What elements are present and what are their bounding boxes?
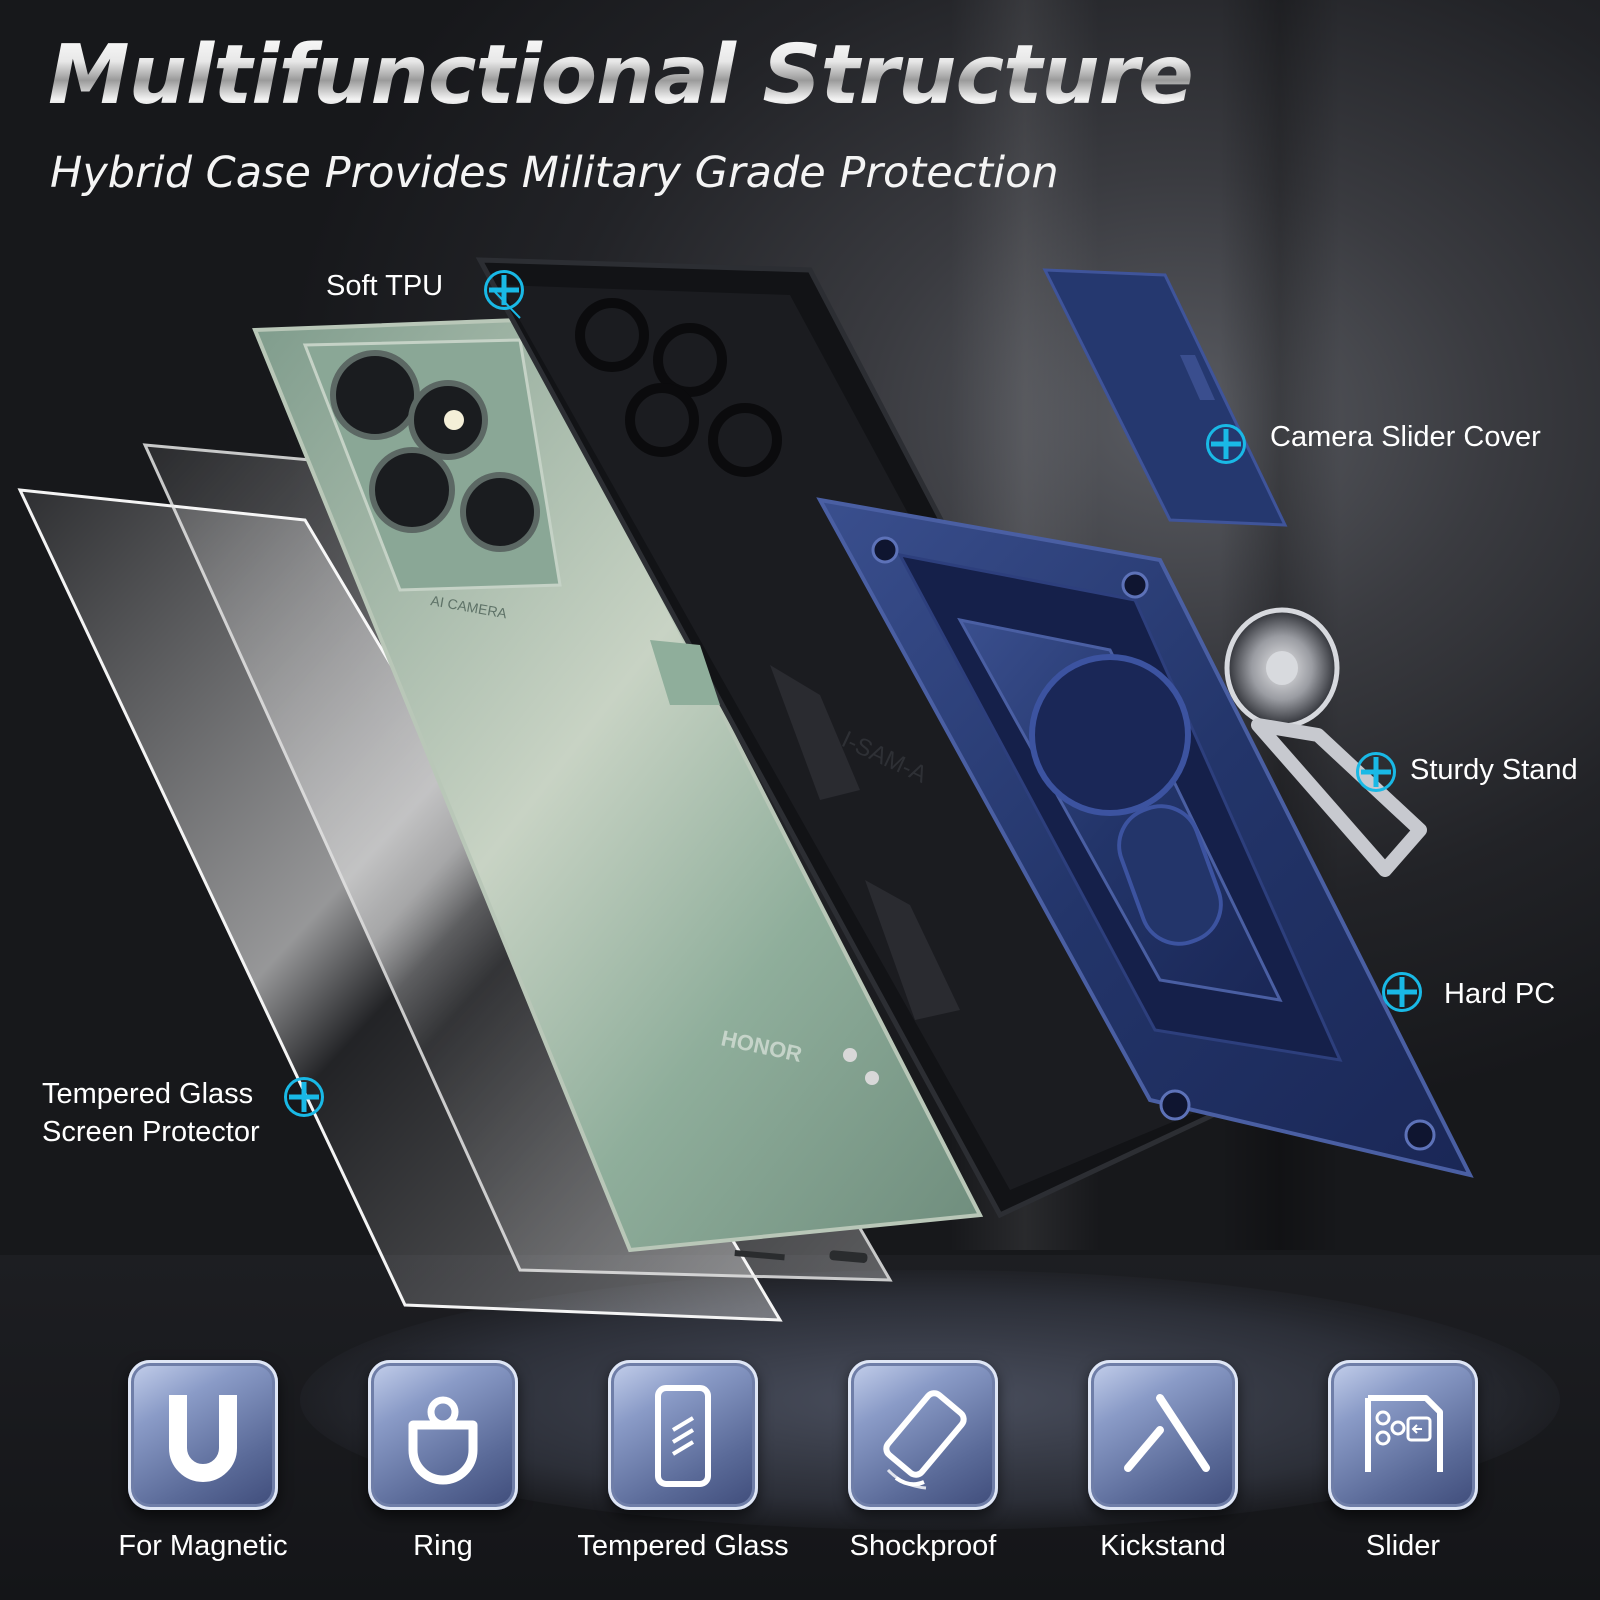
ring-stand xyxy=(1224,607,1427,877)
slider-icon xyxy=(1328,1360,1478,1510)
feature-label: Kickstand xyxy=(1100,1530,1226,1562)
feature-shockproof: Shockproof xyxy=(803,1360,1043,1563)
callout-tempered-glass-label-line2: Screen Protector xyxy=(42,1116,260,1148)
tempered-glass-icon xyxy=(608,1360,758,1510)
feature-tempered-glass: Tempered Glass xyxy=(563,1360,803,1563)
feature-magnetic: For Magnetic xyxy=(83,1360,323,1563)
subheadline: Hybrid Case Provides Military Grade Prot… xyxy=(50,148,1059,198)
callout-hard-pc-label: Hard PC xyxy=(1444,978,1556,1010)
plus-icon xyxy=(1382,972,1422,1012)
phone-body: AI CAMERA HONOR xyxy=(252,317,984,1263)
magnet-icon xyxy=(128,1360,278,1510)
kickstand-icon xyxy=(1088,1360,1238,1510)
plus-icon xyxy=(284,1077,324,1117)
feature-label: Tempered Glass xyxy=(577,1530,789,1562)
plus-icon xyxy=(1356,752,1396,792)
callout-camera-slider-label: Camera Slider Cover xyxy=(1270,421,1541,453)
feature-label: Ring xyxy=(413,1530,473,1562)
feature-label: For Magnetic xyxy=(118,1530,288,1562)
feature-kickstand: Kickstand xyxy=(1043,1360,1283,1563)
ring-icon xyxy=(368,1360,518,1510)
feature-label: Shockproof xyxy=(849,1530,997,1562)
feature-ring: Ring xyxy=(323,1360,563,1563)
hard-pc-frame xyxy=(816,497,1474,1178)
feature-label: Slider xyxy=(1365,1530,1441,1562)
plus-icon xyxy=(484,270,524,310)
headline: Multifunctional Structure xyxy=(48,28,1194,123)
tpu-case: I-SAM-A xyxy=(475,257,1249,1219)
camera-slider-cover xyxy=(1042,268,1288,527)
plus-icon xyxy=(1206,424,1246,464)
callout-soft-tpu-label: Soft TPU xyxy=(326,270,444,302)
feature-slider: Slider xyxy=(1283,1360,1523,1563)
callout-sturdy-stand-label: Sturdy Stand xyxy=(1410,754,1578,786)
shockproof-icon xyxy=(848,1360,998,1510)
callout-tempered-glass-label-line1: Tempered Glass xyxy=(42,1078,254,1110)
